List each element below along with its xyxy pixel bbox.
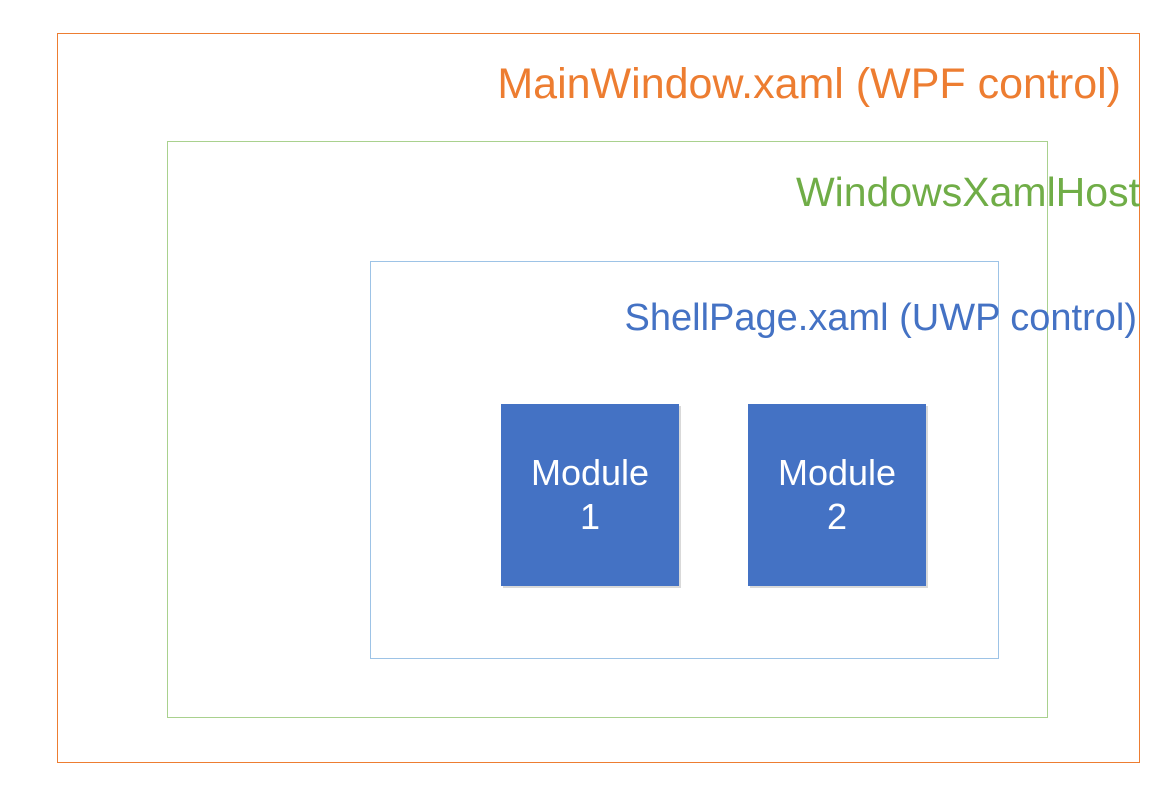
- container-mainwindow-xaml: [57, 33, 1140, 763]
- module-1-number: 1: [579, 496, 601, 537]
- label-windowsxamlhost: WindowsXamlHost: [795, 169, 1140, 215]
- label-mainwindow-xaml: MainWindow.xaml (WPF control): [497, 60, 1121, 108]
- module-block-1: Module 1: [501, 404, 679, 586]
- container-shellpage-xaml: [370, 261, 999, 659]
- module-block-2: Module 2: [748, 404, 926, 586]
- module-2-number: 2: [826, 496, 848, 537]
- module-1-name: Module: [530, 452, 650, 494]
- label-shellpage-xaml: ShellPage.xaml (UWP control): [624, 297, 1137, 339]
- module-2-name: Module: [777, 452, 897, 494]
- container-windowsxamlhost: [167, 141, 1048, 718]
